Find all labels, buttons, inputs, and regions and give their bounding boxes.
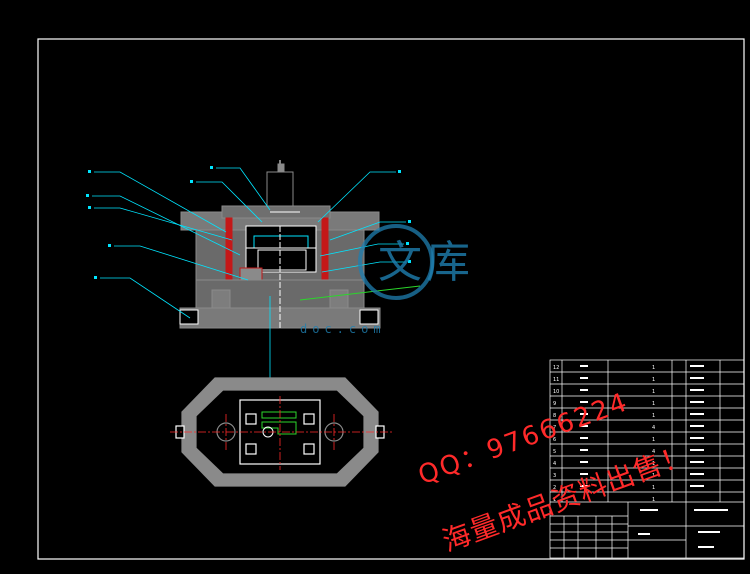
watermark-url: doc.com [300, 322, 386, 336]
parts-row-number: 6 [553, 437, 556, 443]
parts-row-qty: 1 [652, 461, 655, 467]
plan-green-part [261, 411, 297, 438]
parts-row-qty: 1 [652, 413, 655, 419]
parts-row-number: 8 [553, 413, 556, 419]
drawing-frame [37, 38, 745, 560]
section-view [179, 160, 381, 330]
parts-row-qty: 1 [652, 401, 655, 407]
parts-row-number: 7 [553, 425, 556, 431]
parts-row-number: 9 [553, 401, 556, 407]
parts-row-qty: 1 [652, 473, 655, 479]
parts-row-qty: 4 [652, 449, 655, 455]
leader-lines [92, 167, 406, 400]
green-leader [299, 285, 421, 301]
leader-marks [86, 166, 411, 279]
parts-row-number: 1 [553, 497, 556, 503]
parts-list-names [580, 365, 728, 548]
parts-row-number: 11 [553, 377, 559, 383]
parts-row-qty: 4 [652, 425, 655, 431]
parts-row-number: 12 [553, 365, 559, 371]
parts-row-qty: 1 [652, 485, 655, 491]
parts-row-qty: 1 [652, 497, 655, 503]
parts-row-qty: 1 [652, 389, 655, 395]
watermark-logo-text: 文库 [378, 237, 474, 288]
parts-row-number: 10 [553, 389, 559, 395]
watermark-logo-ring [358, 224, 434, 300]
parts-row-qty: 1 [652, 377, 655, 383]
parts-row-number: 4 [553, 461, 556, 467]
plan-center-lines [170, 396, 392, 470]
parts-row-number: 2 [553, 485, 556, 491]
parts-row-number: 3 [553, 473, 556, 479]
parts-row-qty: 1 [652, 365, 655, 371]
parts-row-qty: 1 [652, 437, 655, 443]
parts-row-number: 5 [553, 449, 556, 455]
title-block [549, 359, 745, 559]
